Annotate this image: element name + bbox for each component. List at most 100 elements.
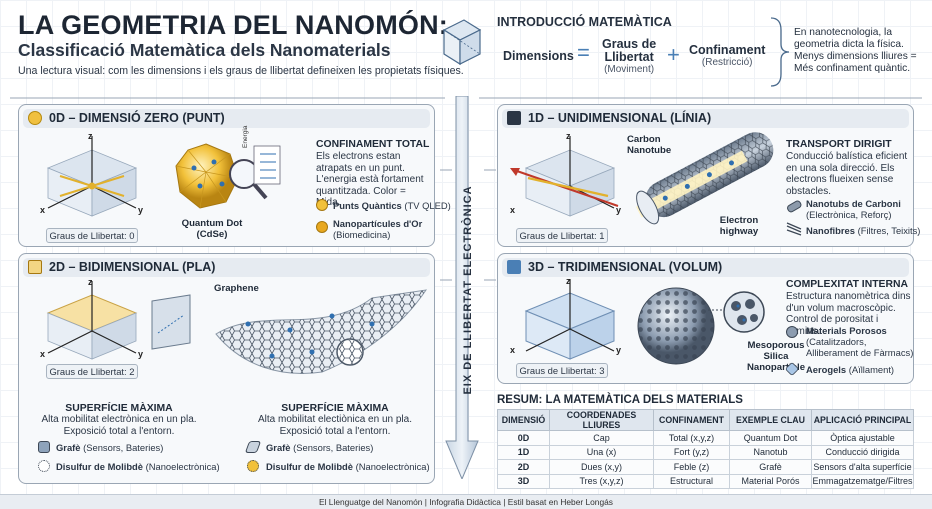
axes-0d-diagram (46, 136, 138, 217)
2d-right-example-2: Disulfur de Molibdè (Nanoelectrònica) (266, 461, 430, 472)
axes-2d-diagram (46, 281, 138, 360)
1d-example-2: Nanofibres (Filtres, Teixits) (806, 225, 921, 236)
3d-example-1: Materials Porosos(Catalitzadors,Allibera… (806, 325, 914, 358)
axis-z-label: z (88, 131, 93, 141)
equation-term-confinement: Confinament(Restricció) (689, 43, 766, 69)
quantum-dot-chip-icon (316, 199, 328, 211)
dof-3d-badge: Graus de Llibertat: 3 (516, 363, 608, 378)
dof-2d-badge: Graus de Llibertat: 2 (46, 364, 138, 379)
0d-example-2: Nanopartícules d'Or(Biomedicina) (333, 218, 423, 240)
0d-text: Els electrons estan atrapats en un punt.… (316, 151, 424, 208)
table-cell: Material Porós (729, 473, 812, 489)
table-cell: Dues (x,y) (549, 459, 654, 475)
axis-y-label: y (616, 205, 622, 215)
axis-z-label: z (566, 131, 571, 141)
2d-right-text-a: Alta mobilitat electiònica en un pla. (258, 414, 412, 425)
table-cell: Estructural (653, 473, 730, 489)
carbon-nanotube-illustration (635, 132, 774, 225)
table-row: 3D Tres (x,y,z) Estructural Material Por… (497, 473, 914, 489)
table-cell: 2D (497, 459, 550, 475)
cube-icon (507, 260, 521, 274)
panel-2d-title: 2D – BIDIMENSIONAL (PLA) (23, 258, 430, 277)
lead-text: Una lectura visual: com les dimensions i… (18, 65, 464, 77)
page-subtitle: Classificació Matemàtica dels Nanomateri… (18, 40, 391, 60)
2d-left-block: SUPERFÍCIE MÀXIMA Alta mobilitat electrò… (28, 403, 210, 437)
2d-left-example-2: Disulfur de Molibdè (Nanoelectrònica) (56, 461, 220, 472)
3d-example-2: Aerogels (Aïllament) (806, 364, 895, 375)
molybdenum-icon (38, 460, 50, 472)
0d-example-1: Punts Quàntics (TV QLED) (333, 200, 451, 211)
equation-term-dimensions: Dimensions (503, 49, 574, 63)
1d-text: Conducció balística eficient en una sola… (786, 151, 908, 197)
axis-y-label: y (616, 345, 622, 355)
axes-3d-diagram (524, 279, 616, 360)
plane-icon (28, 260, 42, 274)
dof-0d-badge: Graus de Llibertat: 0 (46, 228, 138, 243)
porous-material-icon (786, 326, 798, 338)
summary-table: DIMENSIÓ COORDENADES LLIURES CONFINAMENT… (497, 409, 914, 489)
col-header: DIMENSIÓ (497, 409, 550, 431)
point-icon (28, 111, 42, 125)
graphene-label: Graphene (214, 283, 259, 294)
summary-title: RESUM: LA MATEMÀTICA DELS MATERIALS (497, 394, 743, 406)
table-cell: Conducció dirigida (811, 444, 914, 460)
table-cell: Feble (z) (653, 459, 730, 475)
3d-heading: COMPLEXITAT INTERNA (786, 279, 908, 290)
3d-text: Estructura nanomètrica dins d'un volum m… (786, 291, 911, 337)
intro-note: En nanotecnologia, la geometria dicta la… (794, 27, 917, 74)
axes-1d-diagram (510, 136, 619, 217)
2d-left-example-1: Grafè (Sensors, Bateries) (56, 442, 164, 453)
2d-left-text-a: Alta mobilitat electrònica en un pla. (41, 414, 197, 425)
graphene-chip-icon (38, 441, 50, 453)
dof-1d-badge: Graus de Llibertat: 1 (516, 228, 608, 243)
table-cell: Total (x,y,z) (653, 430, 730, 446)
col-header: EXEMPLE CLAU (729, 409, 812, 431)
col-header: CONFINAMENT (653, 409, 730, 431)
table-cell: 1D (497, 444, 550, 460)
axis-z-label: z (88, 277, 93, 287)
footer-credit: El Llenguatge del Nanomón | Infografia D… (0, 494, 932, 509)
table-cell: Sensors d'alta superfície (811, 459, 914, 475)
col-header: COORDENADES LLIURES (549, 409, 654, 431)
axis-y-label: y (138, 349, 144, 359)
plus-sign: + (667, 42, 680, 67)
col-header: APLICACIÓ PRINCIPAL (811, 409, 914, 431)
2d-left-heading: SUPERFÍCIE MÀXIMA (65, 403, 173, 414)
molybdenum-icon (247, 460, 259, 472)
table-cell: Òptica ajustable (811, 430, 914, 446)
page-title: LA GEOMETRIA DEL NANOMÓN: (18, 10, 448, 40)
table-row: 2D Dues (x,y) Feble (z) Grafè Sensors d'… (497, 459, 914, 475)
gold-nanoparticle-icon (316, 221, 328, 233)
axis-x-label: x (510, 205, 516, 215)
2d-right-block: SUPERFÍCIE MÀXIMA Alta mobilitat electiò… (242, 403, 428, 437)
axis-x-label: x (510, 345, 516, 355)
2d-right-example-1: Grafè (Sensors, Bateries) (266, 442, 374, 453)
intro-cube-icon (442, 19, 482, 66)
0d-heading: CONFINAMENT TOTAL (316, 139, 430, 150)
axis-x-label: x (40, 349, 46, 359)
2d-right-text-b: Exposició total a l'entorn. (279, 425, 391, 437)
equals-sign: = (577, 40, 590, 65)
panel-connectors (10, 97, 922, 281)
electron-freedom-axis-arrow (445, 96, 479, 479)
nanotube-chip-icon (787, 200, 802, 213)
table-cell: Cap (549, 430, 654, 446)
table-cell: Tres (x,y,z) (549, 473, 654, 489)
quantum-dot-illustration (175, 143, 281, 209)
plane-sheet-icon (151, 294, 191, 350)
mesoporous-silica-illustration (637, 287, 765, 365)
intro-title: INTRODUCCIÓ MATEMÀTICA (497, 15, 672, 29)
panel-0d-title: 0D – DIMENSIÓ ZERO (PUNT) (23, 109, 430, 128)
table-cell: 3D (497, 473, 550, 489)
table-cell: Una (x) (549, 444, 654, 460)
2d-right-heading: SUPERFÍCIE MÀXIMA (281, 403, 389, 414)
line-icon (507, 111, 521, 125)
axis-x-label: x (40, 205, 46, 215)
table-cell: Emmagatzematge/Filtres (811, 473, 914, 489)
table-cell: 0D (497, 430, 550, 446)
table-row: 0D Cap Total (x,y,z) Quantum Dot Òptica … (497, 430, 914, 446)
